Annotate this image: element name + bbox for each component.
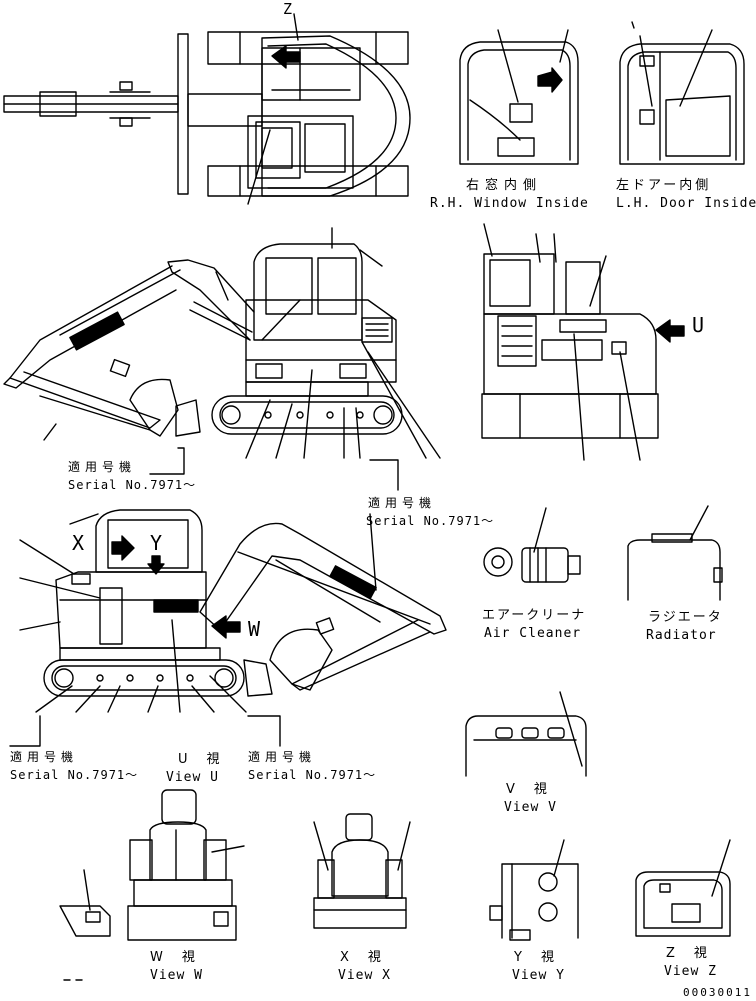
side-view-left xyxy=(3,227,441,491)
radiator-part xyxy=(627,505,723,601)
lh-door-inside-view xyxy=(619,21,745,165)
serial-note-3-en: Serial No.7971～ xyxy=(10,768,139,782)
radiator-caption-jp: ラジエータ xyxy=(648,610,723,625)
view-z-letter: Z xyxy=(283,0,294,18)
view-v-drawing xyxy=(465,691,587,777)
document-number: 00030011 xyxy=(683,986,752,999)
serial-note-2-jp: 適用号機 xyxy=(368,496,437,510)
view-x-letter: X xyxy=(72,531,86,555)
rh-window-inside-view xyxy=(459,29,579,165)
view-z-caption-jp: Z 視 xyxy=(666,946,710,961)
view-w-letter: W xyxy=(248,617,262,641)
serial-note-3-jp: 適用号機 xyxy=(10,750,79,764)
view-x-caption-jp: X 視 xyxy=(340,950,384,965)
radiator-caption-en: Radiator xyxy=(646,628,717,643)
air-cleaner-caption-en: Air Cleaner xyxy=(484,626,582,641)
view-u-caption-jp: U 視 xyxy=(178,752,223,767)
view-w-caption-en: View W xyxy=(150,968,203,983)
serial-note-2-en: Serial No.7971～ xyxy=(366,514,495,528)
rear-view-machine xyxy=(481,223,685,461)
lh-door-caption-en: L.H. Door Inside xyxy=(616,196,756,211)
air-cleaner-caption-jp: エアークリーナ xyxy=(482,608,587,623)
view-z-caption-en: View Z xyxy=(664,964,717,979)
rh-window-caption-jp: 右窓内側 xyxy=(466,178,543,193)
view-u-letter: U xyxy=(692,313,706,337)
view-y-caption-jp: Y 視 xyxy=(514,950,557,965)
view-y-letter: Y xyxy=(150,531,164,555)
lh-door-caption-jp: 左ドアー内側 xyxy=(616,178,712,193)
air-cleaner-part xyxy=(483,507,581,583)
view-x-drawing xyxy=(313,813,411,929)
serial-note-4-jp: 適用号機 xyxy=(248,750,317,764)
serial-note-1-jp: 適用号機 xyxy=(68,460,137,474)
view-v-caption-jp: V 視 xyxy=(506,782,550,797)
view-w-caption-jp: W 視 xyxy=(150,950,198,965)
view-v-caption-en: View V xyxy=(504,800,557,815)
view-y-caption-en: View Y xyxy=(512,968,565,983)
side-view-right xyxy=(9,509,447,747)
view-u-caption-en: View U xyxy=(166,770,219,785)
view-y-drawing xyxy=(489,839,579,941)
view-z-drawing xyxy=(635,839,731,937)
view-x-caption-en: View X xyxy=(338,968,391,983)
top-view-machine xyxy=(3,13,411,205)
view-w-drawing xyxy=(59,789,245,981)
serial-note-4-en: Serial No.7971～ xyxy=(248,768,377,782)
rh-window-caption-en: R.H. Window Inside xyxy=(430,196,589,211)
serial-note-1-en: Serial No.7971～ xyxy=(68,478,197,492)
